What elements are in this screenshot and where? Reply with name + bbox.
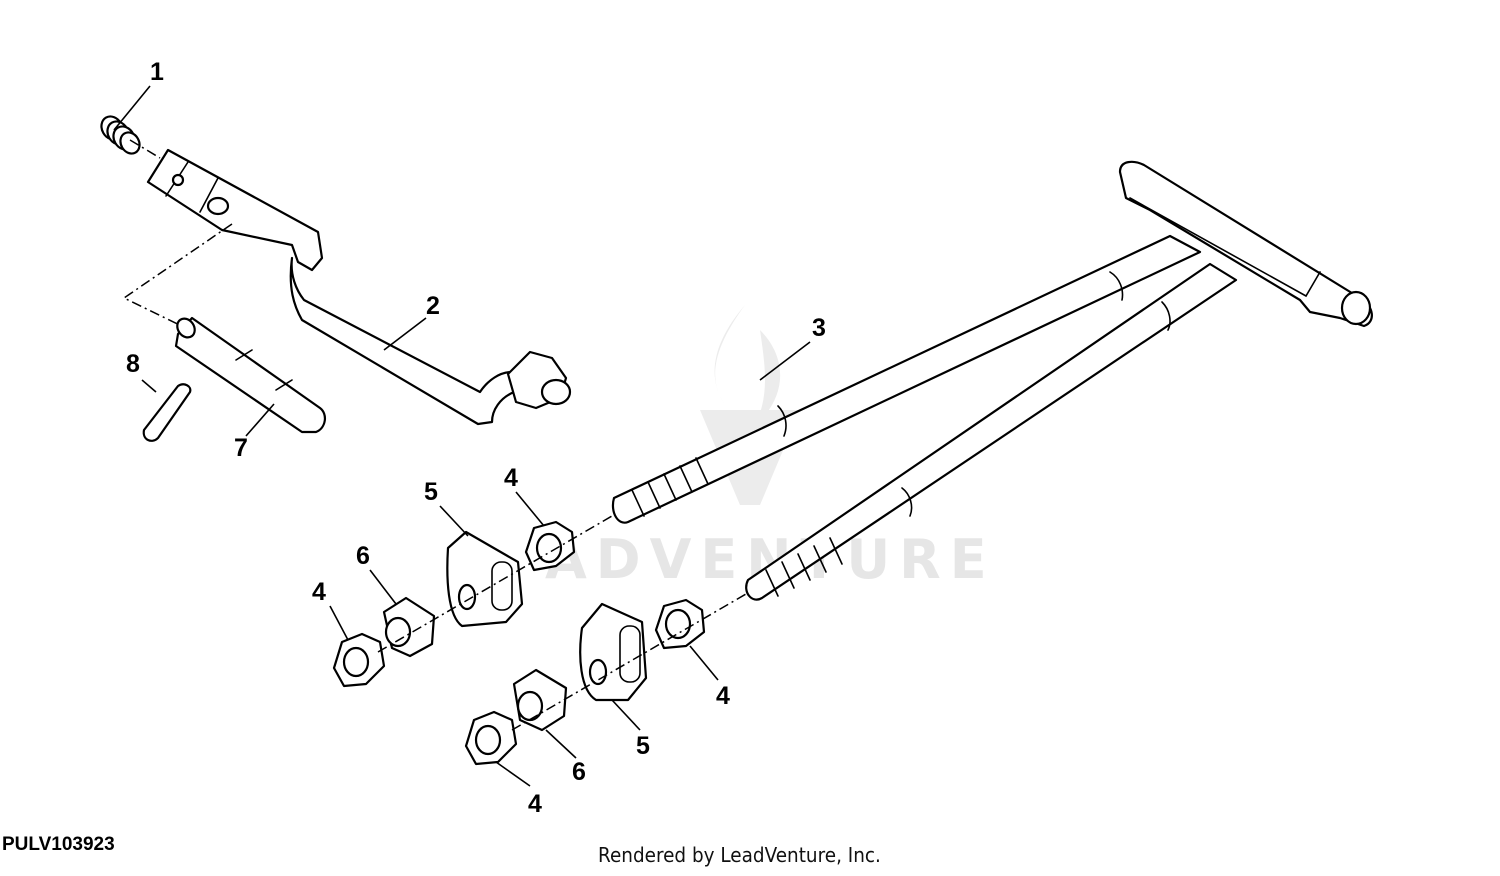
nut[interactable] [524,520,576,572]
assembly-line [129,139,161,159]
drag-link[interactable] [611,160,1373,601]
spacer[interactable] [382,596,436,658]
callout-8: 8 [126,350,140,378]
spacer[interactable] [512,668,568,732]
assembly-line [511,593,747,731]
callout-4: 4 [716,682,730,710]
image-id-label: PULV103923 [2,834,115,855]
nut[interactable] [332,632,386,688]
callout-4: 4 [528,790,542,818]
assembly-line [122,223,233,331]
nut[interactable] [654,598,706,650]
callout-7: 7 [234,434,248,462]
assembly-line [377,515,613,653]
callout-3: 3 [812,314,826,342]
callout-5: 5 [636,732,650,760]
pin[interactable] [174,315,326,434]
callout-2: 2 [426,292,440,320]
leader-lines [113,85,811,787]
spring[interactable] [97,113,143,157]
callout-1: 1 [150,58,164,86]
lever[interactable] [146,148,572,426]
callout-4: 4 [504,464,518,492]
callout-6: 6 [356,542,370,570]
credit-line: Rendered by LeadVenture, Inc. [598,843,881,867]
callout-6: 6 [572,758,586,786]
nut[interactable] [464,710,518,766]
callout-4: 4 [312,578,326,606]
spring-pin[interactable] [142,383,192,442]
clevis[interactable] [446,530,524,628]
callout-5: 5 [424,478,438,506]
clevis[interactable] [579,602,648,702]
